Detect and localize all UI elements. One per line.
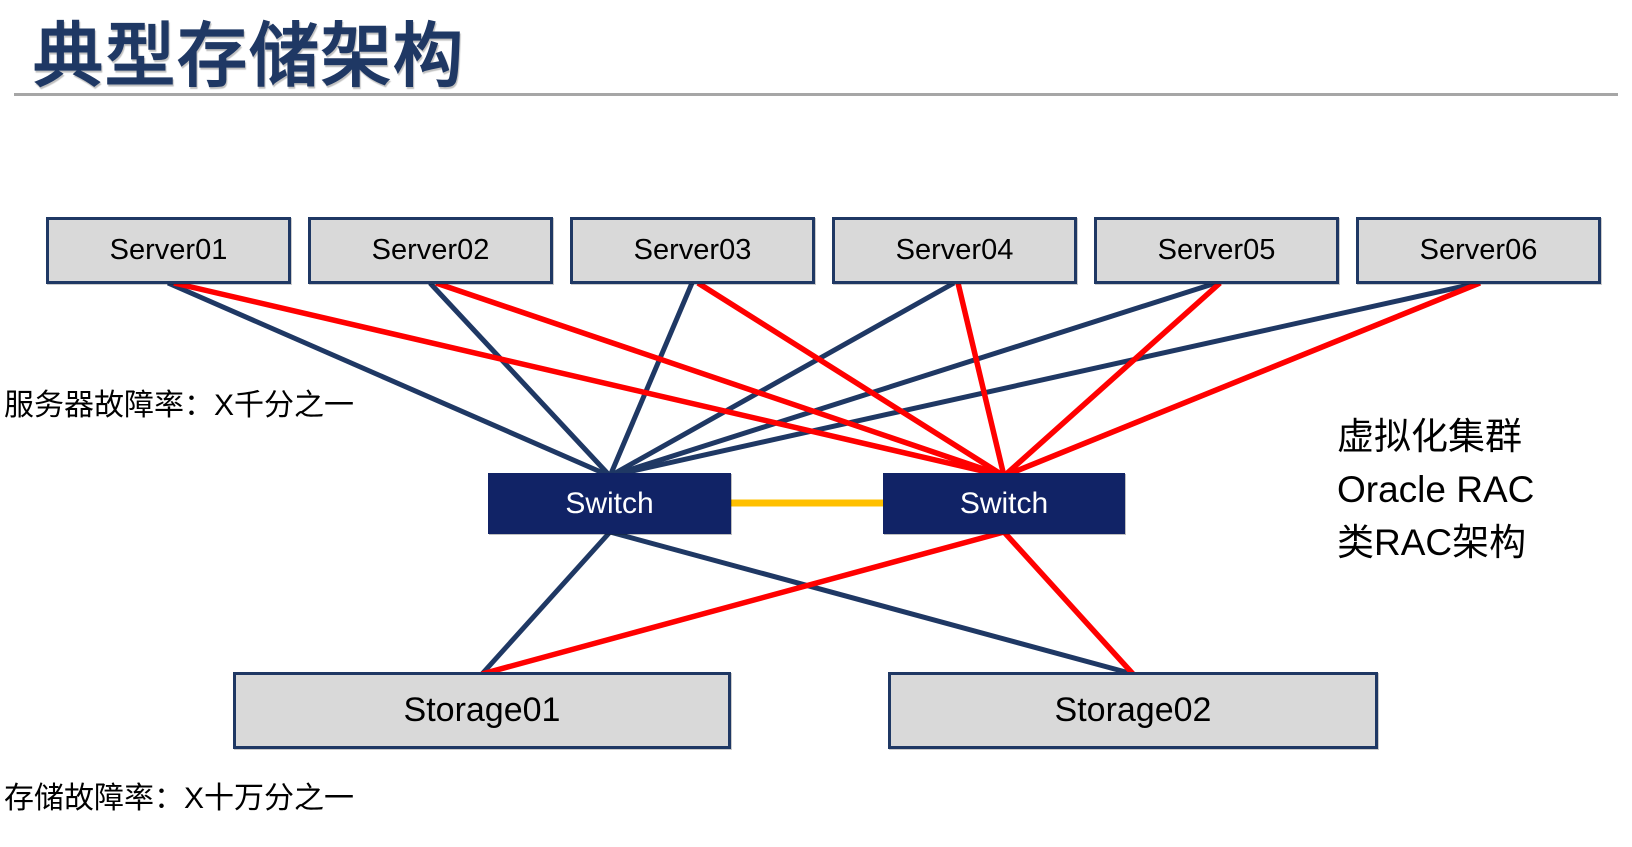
- link-server05-switch-b: [1002, 280, 1222, 479]
- node-server06-label: Server06: [1419, 234, 1538, 266]
- link-server04-switch-b: [955, 282, 1007, 477]
- node-switch-right-label: Switch: [959, 486, 1049, 520]
- title-divider: [14, 93, 1618, 96]
- node-storage02-label: Storage02: [1054, 691, 1212, 729]
- node-switch-right: Switch: [883, 473, 1125, 534]
- link-switch-a-storage01: [480, 530, 612, 676]
- node-storage02: Storage02: [888, 672, 1378, 749]
- link-server03-switch-a: [607, 282, 695, 477]
- node-storage01-label: Storage01: [403, 691, 561, 729]
- server-failure-rate-label: 服务器故障率：X千分之一: [4, 389, 355, 422]
- node-server05: Server05: [1094, 217, 1339, 284]
- link-switch-b-storage02: [1001, 530, 1136, 676]
- link-server02-switch-b: [435, 280, 1005, 479]
- link-switch-a-storage02: [609, 529, 1134, 677]
- link-server06-switch-a: [609, 280, 1479, 479]
- link-server01-switch-b: [173, 280, 1005, 479]
- link-server06-switch-b: [1002, 280, 1482, 479]
- node-server03: Server03: [570, 217, 815, 284]
- storage-failure-rate-label: 存储故障率：X十万分之一: [4, 782, 355, 815]
- node-server02: Server02: [308, 217, 553, 284]
- node-switch-left: Switch: [488, 473, 731, 534]
- node-server05-label: Server05: [1157, 234, 1276, 266]
- node-server02-label: Server02: [371, 234, 490, 266]
- node-server01-label: Server01: [109, 234, 228, 266]
- cluster-note-line-2: Oracle RAC: [1337, 469, 1535, 510]
- link-server02-switch-a: [428, 281, 612, 478]
- node-server04: Server04: [832, 217, 1077, 284]
- link-server05-switch-a: [609, 280, 1217, 479]
- node-server01: Server01: [46, 217, 291, 284]
- node-switch-left-label: Switch: [565, 486, 654, 520]
- cluster-note-line-1: 虚拟化集群: [1337, 416, 1522, 457]
- link-server03-switch-b: [696, 280, 1006, 479]
- page-title: 典型存储架构: [33, 17, 465, 95]
- link-server04-switch-a: [608, 280, 956, 479]
- node-storage01: Storage01: [233, 672, 731, 749]
- cluster-note-line-3: 类RAC架构: [1337, 522, 1527, 563]
- link-switch-b-storage01: [481, 529, 1005, 677]
- node-server03-label: Server03: [633, 234, 752, 266]
- link-server01-switch-a: [166, 280, 612, 479]
- cluster-note: 虚拟化集群 Oracle RAC 类RAC架构: [1337, 410, 1534, 569]
- node-server04-label: Server04: [895, 234, 1014, 266]
- node-server06: Server06: [1356, 217, 1601, 284]
